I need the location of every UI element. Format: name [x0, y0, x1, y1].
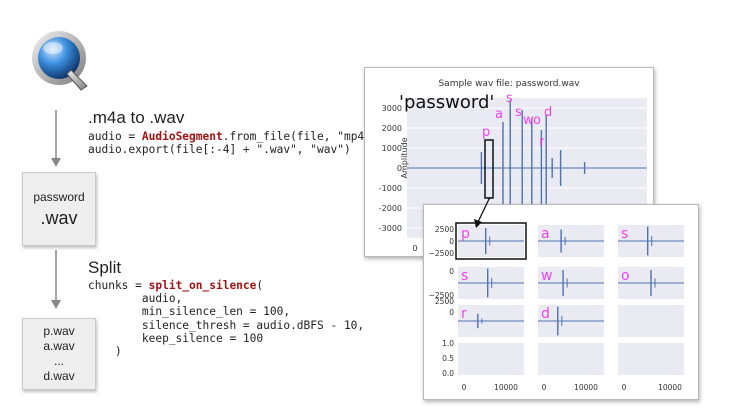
x-tick-label: 0 [542, 383, 547, 392]
y-tick-label: 0 [449, 267, 454, 276]
y-tick-label: 0.5 [442, 354, 454, 363]
code-line: audio, [88, 292, 183, 306]
quicktime-logo [29, 28, 93, 92]
segment-letter: o [621, 268, 630, 284]
letter-label: r [539, 135, 545, 150]
letter-label: a [495, 107, 503, 122]
code-line: audio = AudioSegment.from_file(file, "mp… [88, 130, 378, 143]
annotation-label: 'password' [399, 92, 494, 113]
y-tick-label: −2500 [429, 291, 455, 300]
y-tick-label: 2000 [382, 124, 402, 133]
segment-letter: p [461, 226, 470, 242]
subplot [618, 305, 684, 337]
y-tick-label: 0 [397, 164, 402, 173]
box-line: a.wav [43, 339, 75, 353]
y-tick-label: 2500 [435, 225, 454, 234]
segment-letter: s [461, 268, 468, 284]
letter-label: p [482, 125, 490, 140]
y-tick-label: 0 [449, 308, 454, 317]
y-tick-label: 0.0 [442, 369, 454, 378]
step1-title: .m4a to .wav [88, 108, 185, 127]
segment-letter: d [541, 306, 550, 322]
letter-label: w [523, 113, 534, 128]
y-tick-label: 1.0 [442, 339, 454, 348]
y-tick-label: −2500 [429, 249, 455, 258]
letter-label: s [506, 91, 513, 106]
segment-letter: w [541, 268, 552, 284]
step2-title: Split [88, 258, 122, 277]
x-tick-label: 0 [622, 383, 627, 392]
box-line: ... [53, 354, 64, 368]
step2-code: chunks = split_on_silence( audio, min_si… [88, 279, 364, 358]
segment-letter: r [461, 306, 467, 322]
subplot [618, 343, 684, 375]
quicktime-icon [32, 31, 88, 91]
box-line: password [33, 189, 85, 204]
code-line: keep_silence = 100 [88, 331, 264, 345]
segment-letter: s [621, 226, 628, 242]
x-tick-label: 10000 [658, 383, 682, 392]
subplot [458, 343, 524, 375]
box-line: d.wav [43, 369, 75, 383]
code-line: chunks = split_on_silence( [88, 279, 264, 292]
x-tick-label: 0 [462, 383, 467, 392]
y-tick-label: 1000 [382, 144, 402, 153]
highlight-box [455, 222, 527, 260]
y-tick-label: -2000 [379, 204, 402, 213]
chart-title: Sample wav file: password.wav [438, 79, 580, 89]
letter-label: d [544, 105, 552, 120]
x-tick-label: 10000 [494, 383, 518, 392]
letter-label: s [515, 105, 522, 120]
code-line: silence_thresh = audio.dBFS - 10, [88, 318, 365, 332]
y-tick-label: 3000 [382, 104, 402, 113]
code-line: min_silence_len = 100, [88, 305, 291, 319]
code-line: ) [88, 345, 122, 359]
split-files-box: p.wav a.wav ... d.wav [22, 318, 96, 390]
flow-arrows [51, 110, 61, 309]
x-tick-label: 0 [412, 244, 417, 253]
y-tick-label: 0 [449, 237, 454, 246]
connector-line [477, 196, 491, 223]
box-line: .wav [40, 207, 78, 228]
step1-code: audio = AudioSegment.from_file(file, "mp… [88, 130, 378, 156]
connector-arrowhead [474, 219, 482, 228]
y-tick-label: -1000 [379, 184, 402, 193]
letter-label: o [533, 113, 541, 128]
y-tick-label: -3000 [379, 224, 402, 233]
segment-letter: a [541, 226, 550, 242]
y-tick-label: 2500 [435, 297, 454, 306]
y-axis-label: Amplitude [400, 137, 409, 178]
x-tick-label: 10000 [574, 383, 598, 392]
box-line: p.wav [43, 324, 75, 338]
subplot [538, 343, 604, 375]
password-wav-box: password .wav [22, 172, 96, 246]
code-line: audio.export(file[:-4] + ".wav", "wav") [88, 143, 351, 157]
